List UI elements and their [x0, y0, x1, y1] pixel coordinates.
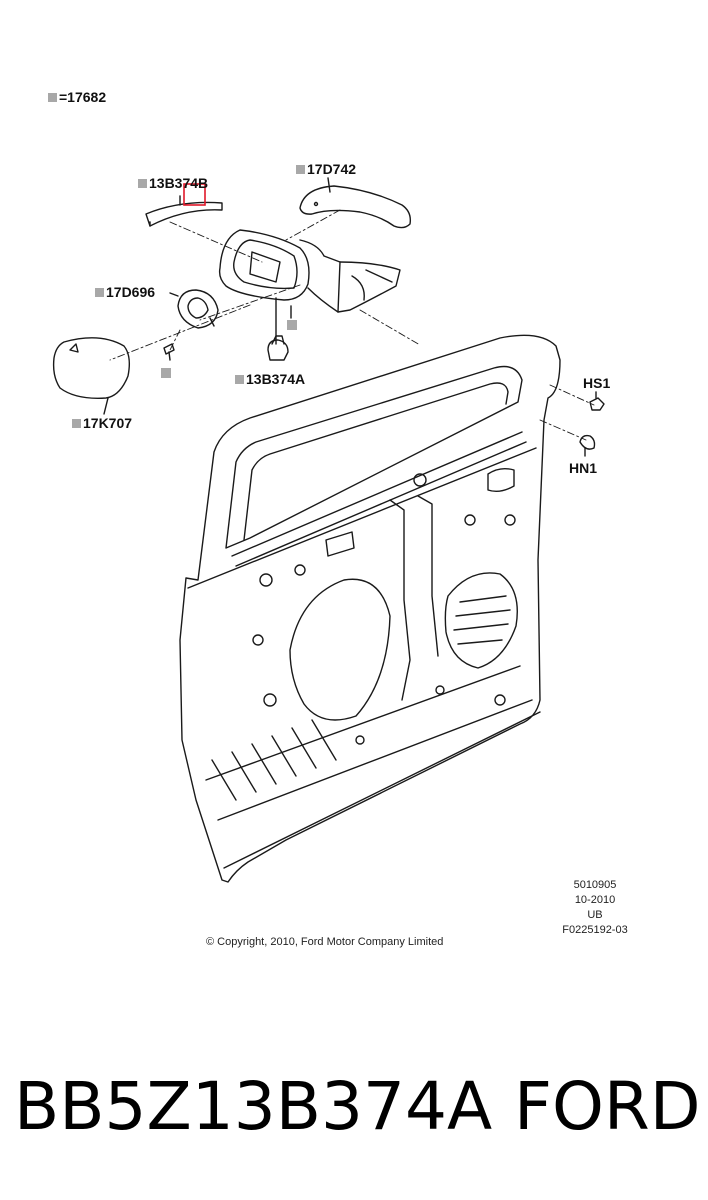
square-icon — [72, 419, 81, 428]
meta-line: UB — [587, 909, 603, 921]
hn1-nut-part — [579, 434, 596, 450]
hs1-screw-part — [589, 397, 605, 411]
skull-cap-part — [299, 185, 412, 229]
mirror-glass-part — [52, 337, 131, 399]
callout-17D696: 17D696 — [95, 284, 155, 300]
exploded-diagram — [52, 177, 605, 883]
square-icon — [95, 288, 104, 297]
callout-HS1: HS1 — [583, 375, 611, 391]
callout-17K707: 17K707 — [72, 415, 132, 431]
legend: =17682 — [48, 89, 106, 105]
square-icon — [235, 375, 244, 384]
actuator-part — [177, 289, 219, 329]
meta-line: 5010905 — [573, 879, 617, 891]
square-icon — [296, 165, 305, 174]
mirror-housing-part — [218, 229, 401, 313]
legend-squares — [161, 320, 297, 378]
footer-banner: BB5Z13B374A FORD — [0, 1068, 708, 1158]
cover-strip-part — [145, 201, 223, 227]
legend-square-icon — [48, 93, 57, 102]
callout-13B374A: 13B374A — [235, 371, 305, 387]
callout-13B374B: 13B374B — [138, 175, 208, 191]
legend-text: =17682 — [59, 89, 107, 105]
square-icon — [138, 179, 147, 188]
copyright-notice: © Copyright, 2010, Ford Motor Company Li… — [206, 936, 444, 948]
meta-line: F0225192-03 — [562, 924, 628, 936]
highlight-marker — [183, 183, 206, 206]
meta-line: 10-2010 — [574, 894, 616, 906]
brand-name: FORD — [514, 1068, 701, 1145]
door-panel — [179, 334, 561, 883]
callout-17D742: 17D742 — [296, 161, 356, 177]
clip-part — [267, 335, 289, 361]
drawing-metadata: 5010905 10-2010 UB F0225192-03 — [540, 878, 650, 938]
small-screw-part — [163, 343, 175, 361]
part-number: BB5Z13B374A — [14, 1068, 493, 1145]
callout-HN1: HN1 — [569, 460, 598, 476]
leader-lines — [109, 209, 595, 441]
